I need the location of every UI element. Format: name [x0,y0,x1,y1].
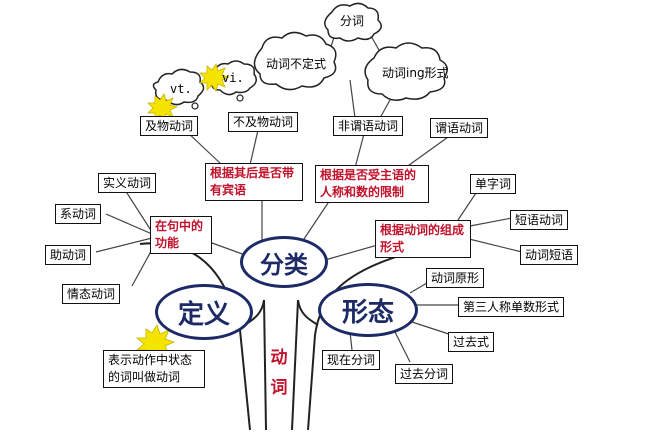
cloud-participle-label: 分词 [340,14,365,28]
linking-verb-box: 系动词 [55,204,102,224]
forms-oval: 形态 [318,283,418,337]
phrasal-verb-box: 短语动词 [510,210,569,230]
transitive-verb-box: 及物动词 [140,116,199,136]
cloud-infinitive-label: 动词不定式 [266,57,327,71]
finite-verb-box: 谓语动词 [430,118,489,138]
verb-phrase-box: 动词短语 [520,245,579,265]
notional-verb-box: 实义动词 [98,173,157,193]
past-participle-box: 过去分词 [395,364,454,384]
non-finite-verb-box: 非谓语动词 [333,116,404,136]
definition-text-box: 表示动作中状态的词叫做动词 [103,350,205,388]
composition-criterion-box: 根据动词的组成形式 [375,220,471,258]
single-word-verb-box: 单字词 [470,174,517,194]
cloud-vt-label: vt. [170,82,192,96]
category-oval: 分类 [240,236,328,288]
cloud-vi-label: vi. [222,71,244,85]
intransitive-verb-box: 不及物动词 [228,112,299,132]
past-tense-box: 过去式 [448,332,495,352]
function-criterion-box: 在句中的功能 [150,216,212,254]
object-criterion-box: 根据其后是否带有宾语 [205,163,303,201]
trunk-verb-label: 动词 [270,348,288,398]
third-person-singular-box: 第三人称单数形式 [458,297,565,317]
present-participle-box: 现在分词 [322,350,381,370]
auxiliary-verb-box: 助动词 [45,245,92,265]
cloud-ing-form-label: 动词ing形式 [382,66,449,80]
subject-criterion-box: 根据是否受主语的人称和数的限制 [315,165,429,203]
definition-oval: 定义 [155,284,253,340]
base-form-box: 动词原形 [426,268,485,288]
modal-verb-box: 情态动词 [62,284,121,304]
